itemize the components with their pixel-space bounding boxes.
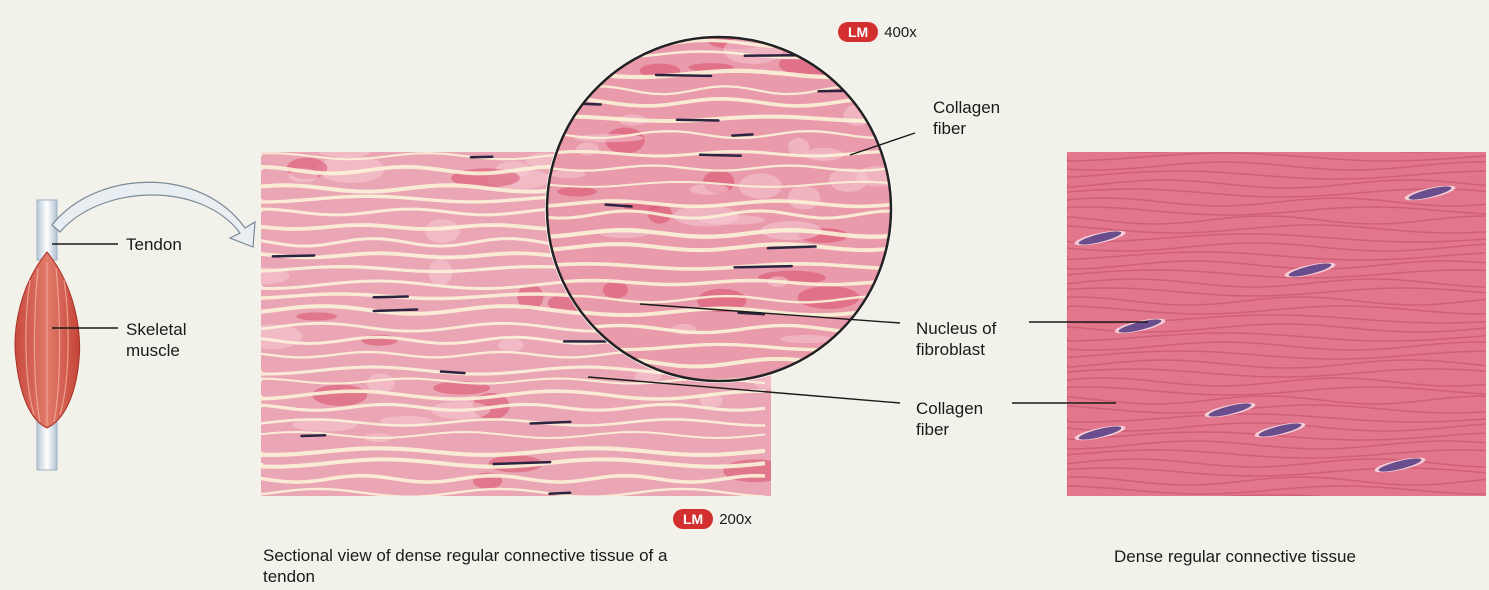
tendon-label: Tendon — [126, 234, 182, 255]
collagen-fiber-mid-label: Collagen fiber — [916, 398, 983, 440]
zoom-circle — [545, 26, 901, 386]
magnification-badge-bottom: LM 200x — [673, 509, 752, 529]
skeletal-muscle-label: Skeletal muscle — [126, 319, 186, 361]
lm-pill: LM — [673, 509, 713, 529]
magnification-value: 200x — [719, 511, 752, 528]
right-caption: Dense regular connective tissue — [1114, 546, 1356, 567]
collagen-fiber-top-label: Collagen fiber — [933, 97, 1000, 139]
left-caption: Sectional view of dense regular connecti… — [263, 545, 683, 587]
lm-pill: LM — [838, 22, 878, 42]
dense-tissue-micrograph — [1067, 144, 1487, 503]
nucleus-of-fibroblast-label: Nucleus of fibroblast — [916, 318, 996, 360]
muscle-illustration — [15, 200, 80, 470]
magnification-value: 400x — [884, 24, 917, 41]
magnification-badge-top: LM 400x — [838, 22, 917, 42]
